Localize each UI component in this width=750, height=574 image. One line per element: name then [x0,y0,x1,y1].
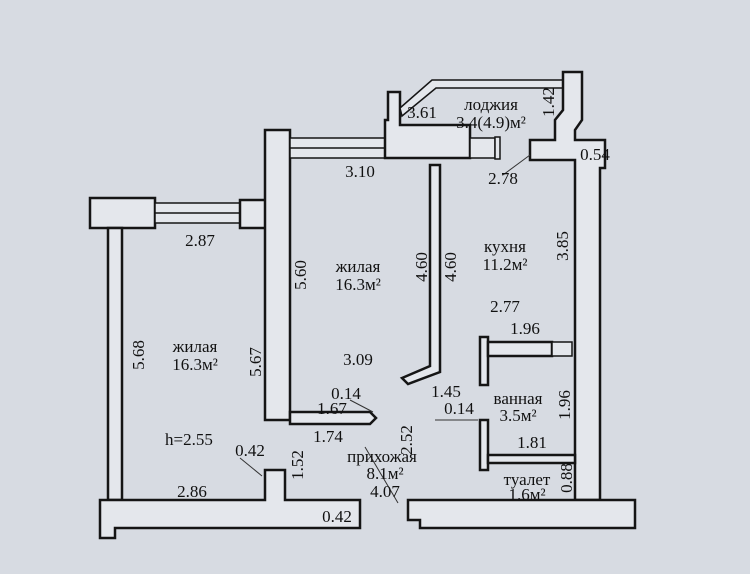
dim-label: 3.10 [345,162,375,181]
wall-middle [263,128,292,422]
room-name-living1: жилая [172,337,218,356]
wall-loggia-left [383,90,472,160]
wall-bottom-left [98,468,362,540]
dim-label: 1.45 [431,382,461,401]
dim-label: 4.60 [412,252,431,282]
wall-left [106,226,124,502]
dim-label: 1.96 [555,390,574,420]
dim-label: 1.52 [288,450,307,480]
window [469,137,496,159]
dim-label: 3.09 [343,350,373,369]
dim-label: 3.85 [553,231,572,261]
ceiling-height: h=2.55 [165,430,213,449]
dim-label: 1.67 [317,399,347,418]
wall-toilet [478,418,490,472]
walls [88,70,637,540]
room-area-kitchen: 11.2м² [483,255,528,274]
wall-block [88,196,157,230]
room-area-hall: 8.1м² [366,464,403,483]
room-area-living1: 16.3м² [172,355,218,374]
room-name-toilet: туалет [504,470,551,489]
vent [551,341,573,357]
leader-lines [239,154,531,504]
wall-bottom-right [406,498,637,530]
dim-label: 1.81 [517,433,547,452]
wall-partition [288,410,378,426]
wall-bath [478,335,490,387]
dim-label: 5.67 [246,347,265,377]
dim-label: 1.42 [539,87,558,117]
room-name-bathroom: ванная [494,389,543,408]
room-area-bathroom: 3.5м² [499,406,536,425]
dim-label: 4.07 [370,482,400,501]
room-area-living2: 16.3м² [335,275,381,294]
dim-label: 3.61 [407,103,437,122]
dim-label: 0.42 [235,441,265,460]
dim-label: 0.42 [322,507,352,526]
room-name-kitchen: кухня [484,237,526,256]
dim-label: 0.14 [331,384,361,403]
dim-label: 0.88 [557,463,576,493]
wall-toilet [486,453,577,465]
dim-label: 2.87 [185,231,215,250]
room-area-loggia: 3.4(4.9)м² [456,113,526,132]
room-labels: жилая 16.3м² жилая 16.3м² кухня 11.2м² л… [165,95,551,504]
dim-label: 1.74 [313,427,343,446]
room-name-living2: жилая [335,257,381,276]
wall-corridor [399,163,442,386]
wall-block [238,198,269,230]
dim-label: 0.14 [444,399,474,418]
dim-label: 0.54 [580,145,610,164]
wall-right [528,70,607,502]
window-frame [494,136,501,160]
room-area-toilet: 1.6м² [508,485,545,504]
dim-label: 5.68 [129,340,148,370]
dim-label: 2.52 [397,425,416,455]
dimension-labels: 2.87 5.68 5.67 2.86 0.42 0.42 1.52 3.10 … [129,87,610,526]
dim-label: 1.96 [510,319,540,338]
dim-label: 2.86 [177,482,207,501]
room-name-hall: прихожая [347,447,417,466]
dim-label: 2.77 [490,297,520,316]
dim-label: 5.60 [291,260,310,290]
dim-label: 4.60 [441,252,460,282]
wall-bath [486,340,554,358]
room-name-loggia: лоджия [464,95,518,114]
dim-label: 2.78 [488,169,518,188]
